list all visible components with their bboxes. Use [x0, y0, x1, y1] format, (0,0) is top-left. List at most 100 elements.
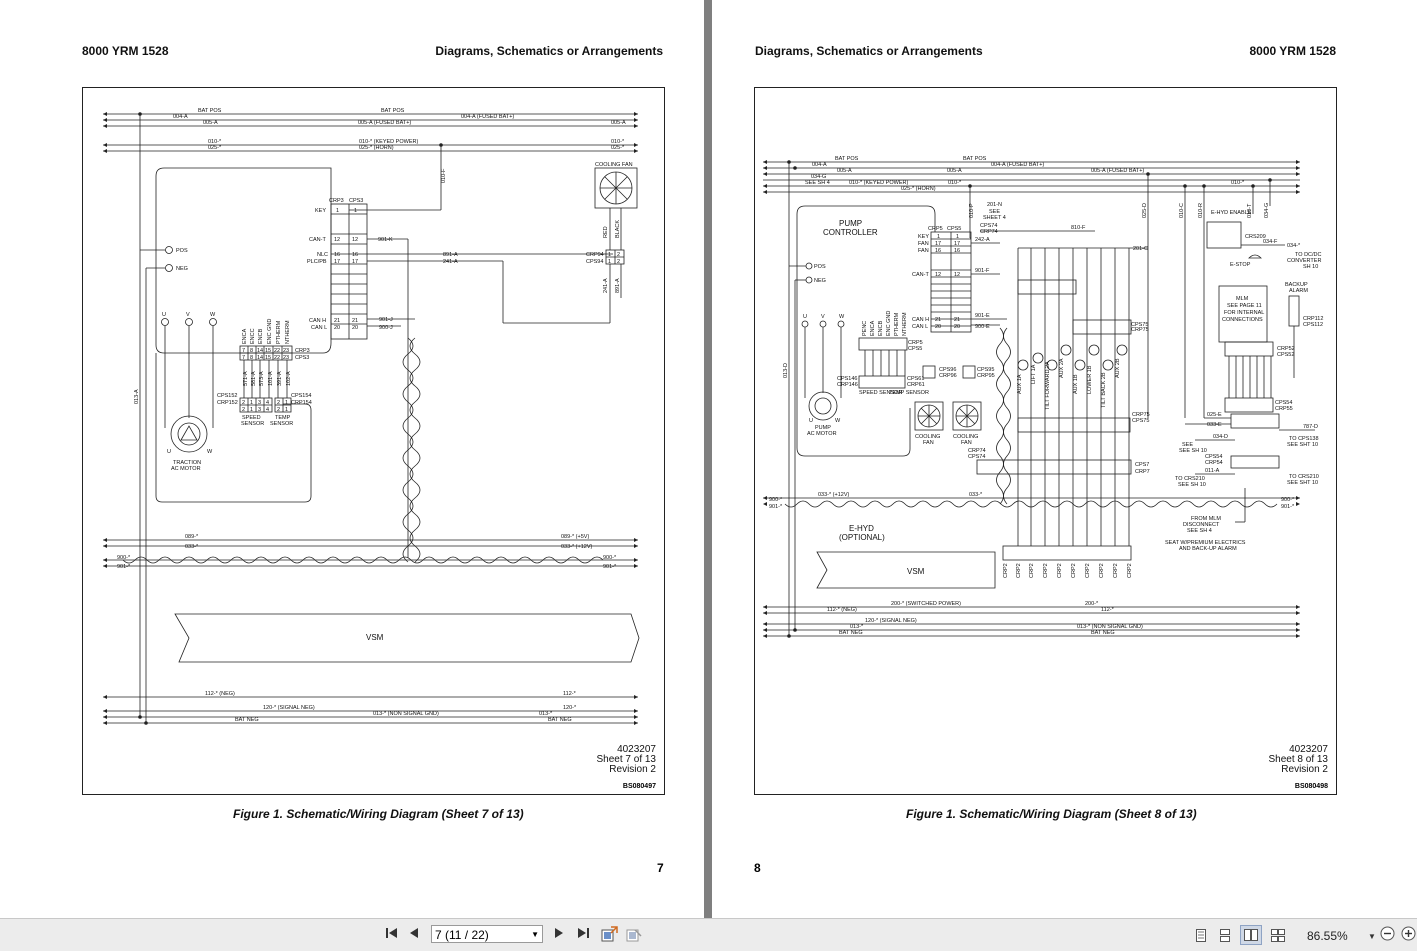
- svg-text:PUMP: PUMP: [815, 425, 831, 431]
- dropdown-arrow-icon[interactable]: ▼: [531, 930, 539, 939]
- svg-text:E-HYD: E-HYD: [849, 524, 874, 533]
- facing-pages-icon: [1244, 929, 1258, 941]
- schematic-sheet-7: BAT POS BAT POS 004-A 004-A (FUSED BAT+)…: [103, 108, 640, 725]
- svg-text:AUX 1B: AUX 1B: [1073, 374, 1079, 394]
- revision: Revision 2: [609, 764, 656, 775]
- svg-text:ENC GND: ENC GND: [886, 311, 892, 336]
- zoom-out-icon[interactable]: [1380, 926, 1395, 945]
- svg-text:17: 17: [954, 241, 960, 247]
- svg-text:013-* (NON SIGNAL GND): 013-* (NON SIGNAL GND): [1077, 624, 1143, 630]
- svg-text:SEE SHT 10: SEE SHT 10: [1287, 442, 1318, 448]
- svg-text:CRP94: CRP94: [586, 252, 604, 258]
- svg-text:CRP2: CRP2: [1127, 563, 1133, 578]
- svg-text:005-A: 005-A: [837, 168, 852, 174]
- right-page: Diagrams, Schematics or Arrangements 800…: [712, 0, 1417, 918]
- svg-text:AUX 2B: AUX 2B: [1115, 358, 1121, 378]
- figure-caption: Figure 1. Schematic/Wiring Diagram (Shee…: [233, 807, 524, 821]
- svg-text:CRP2: CRP2: [1029, 563, 1035, 578]
- page-number-field[interactable]: 7 (11 / 22) ▼: [431, 925, 543, 943]
- continuous-view-icon[interactable]: [1219, 929, 1231, 942]
- zoom-in-icon[interactable]: [1401, 926, 1416, 945]
- svg-text:E-STOP: E-STOP: [1230, 262, 1251, 268]
- svg-text:22: 22: [274, 355, 280, 361]
- svg-text:901-K: 901-K: [378, 237, 393, 243]
- svg-text:102-A: 102-A: [286, 371, 292, 386]
- svg-text:CPS75: CPS75: [1131, 322, 1148, 328]
- svg-text:010-*: 010-*: [948, 180, 962, 186]
- svg-text:1: 1: [956, 234, 959, 240]
- svg-text:12: 12: [954, 272, 960, 278]
- svg-text:089-*: 089-*: [185, 534, 199, 540]
- svg-text:005-A: 005-A: [203, 120, 218, 126]
- svg-text:CPS54: CPS54: [1205, 454, 1222, 460]
- svg-text:CRP2: CRP2: [1016, 563, 1022, 578]
- single-page-view-icon[interactable]: [1195, 929, 1207, 942]
- svg-text:2: 2: [242, 400, 245, 406]
- svg-text:010-* (KEYED POWER): 010-* (KEYED POWER): [849, 180, 908, 186]
- svg-text:1: 1: [937, 234, 940, 240]
- left-page: 8000 YRM 1528 Diagrams, Schematics or Ar…: [0, 0, 704, 918]
- svg-text:005-A (FUSED BAT+): 005-A (FUSED BAT+): [1091, 168, 1144, 174]
- svg-text:RED: RED: [603, 226, 609, 238]
- export-icon[interactable]: [601, 926, 618, 946]
- svg-text:033-*: 033-*: [185, 544, 199, 550]
- svg-text:901-*: 901-*: [603, 564, 617, 570]
- svg-text:PENC: PENC: [862, 321, 868, 336]
- svg-text:891-A: 891-A: [615, 278, 621, 293]
- svg-text:CRP5: CRP5: [908, 340, 923, 346]
- svg-text:241-A: 241-A: [603, 278, 609, 293]
- last-page-icon[interactable]: [576, 926, 590, 944]
- svg-text:010-R: 010-R: [1198, 203, 1204, 218]
- doc-id: 8000 YRM 1528: [1249, 44, 1336, 58]
- svg-text:901-E: 901-E: [975, 313, 990, 319]
- facing-view-button[interactable]: [1240, 925, 1262, 945]
- svg-text:TEMP SENSOR: TEMP SENSOR: [889, 390, 929, 396]
- svg-text:SEE SH 10: SEE SH 10: [1179, 448, 1207, 454]
- first-page-icon[interactable]: [385, 926, 399, 944]
- svg-text:CRP2: CRP2: [1113, 563, 1119, 578]
- svg-text:14: 14: [257, 348, 263, 354]
- svg-text:025-*: 025-*: [208, 145, 222, 151]
- svg-text:112-*: 112-*: [1101, 607, 1115, 613]
- next-page-icon[interactable]: [554, 926, 564, 944]
- svg-text:NEG: NEG: [814, 278, 826, 284]
- svg-text:1: 1: [336, 208, 339, 214]
- schematic-frame: BAT POS BAT POS 004-A 004-A (FUSED BAT+)…: [82, 87, 665, 795]
- svg-text:CPS154: CPS154: [291, 393, 312, 399]
- svg-text:15: 15: [265, 348, 271, 354]
- svg-text:CRP7: CRP7: [1135, 469, 1150, 475]
- svg-text:025-* (HORN): 025-* (HORN): [359, 145, 394, 151]
- svg-text:16: 16: [954, 248, 960, 254]
- svg-text:12: 12: [935, 272, 941, 278]
- prev-page-icon[interactable]: [409, 926, 419, 944]
- svg-text:1: 1: [250, 400, 253, 406]
- svg-text:201-C: 201-C: [1133, 246, 1148, 252]
- schematic-frame: BAT POS BAT POS 004-A 004-A (FUSED BAT+)…: [754, 87, 1337, 795]
- svg-text:010-T: 010-T: [1247, 203, 1253, 218]
- svg-text:CRP74: CRP74: [968, 448, 986, 454]
- svg-text:901-F: 901-F: [975, 268, 990, 274]
- svg-text:CRP2: CRP2: [1057, 563, 1063, 578]
- svg-text:SENSOR: SENSOR: [270, 421, 293, 427]
- zoom-level[interactable]: 86.55%: [1307, 929, 1348, 943]
- svg-text:004-A (FUSED BAT+): 004-A (FUSED BAT+): [991, 162, 1044, 168]
- svg-text:8: 8: [250, 348, 253, 354]
- svg-text:CPS5: CPS5: [908, 346, 922, 352]
- svg-text:004-A: 004-A: [812, 162, 827, 168]
- svg-text:21: 21: [935, 317, 941, 323]
- svg-text:005-A: 005-A: [611, 120, 626, 126]
- svg-text:CRP2: CRP2: [1099, 563, 1105, 578]
- svg-text:013-D: 013-D: [783, 363, 789, 378]
- import-icon[interactable]: [626, 926, 643, 946]
- continuous-facing-icon[interactable]: [1271, 929, 1285, 942]
- svg-text:SEE SH 4: SEE SH 4: [1187, 528, 1212, 534]
- svg-text:CRP3: CRP3: [295, 348, 310, 354]
- svg-text:TO CPS138: TO CPS138: [1289, 436, 1319, 442]
- svg-text:AC MOTOR: AC MOTOR: [807, 431, 837, 437]
- svg-text:ENCB: ENCB: [258, 328, 264, 344]
- svg-text:4: 4: [266, 407, 269, 413]
- zoom-dropdown-icon[interactable]: ▼: [1368, 932, 1376, 941]
- svg-text:CPS61: CPS61: [907, 376, 924, 382]
- svg-text:CRP154: CRP154: [291, 400, 312, 406]
- viewer-toolbar: 7 (11 / 22) ▼ 86.55% ▼: [0, 918, 1417, 951]
